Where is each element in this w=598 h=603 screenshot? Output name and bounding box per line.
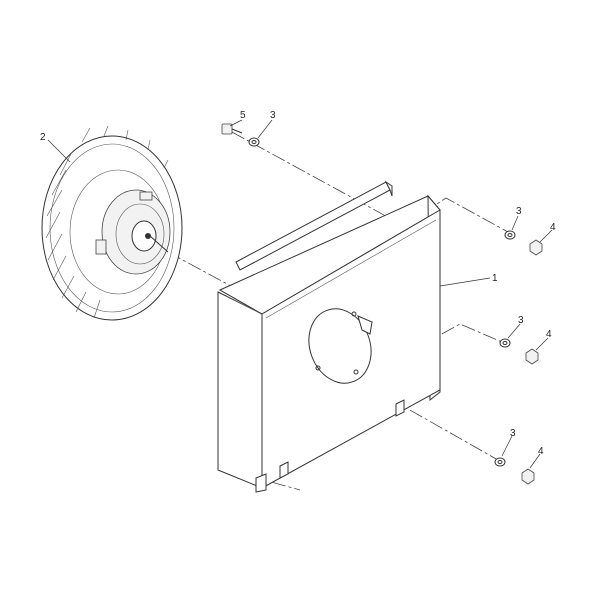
- washer-upper-right: [504, 230, 516, 240]
- fan-housing: [217, 180, 441, 493]
- washer-lower: [494, 457, 506, 467]
- callout-nut-lower: 4: [538, 446, 544, 457]
- callout-washer-lower: 3: [510, 428, 516, 439]
- leader-lines: [47, 119, 553, 469]
- washer-mid-right: [499, 338, 511, 348]
- bolt-top: [221, 123, 243, 135]
- callout-washer-top: 3: [270, 110, 276, 121]
- callout-impeller: 2: [40, 132, 46, 143]
- callout-housing: 1: [492, 273, 498, 284]
- nut-mid-right: [525, 348, 539, 365]
- callout-washer-upper-right: 3: [516, 206, 522, 217]
- washer-top: [248, 137, 260, 147]
- callout-bolt-top: 5: [240, 110, 246, 121]
- nut-lower: [521, 468, 535, 485]
- callout-labels: 1 2 3 3 4 3 4 3 4 5: [40, 110, 556, 457]
- impeller-fan: [41, 125, 183, 321]
- callout-nut-mid-right: 4: [546, 329, 552, 340]
- callout-nut-upper-right: 4: [550, 222, 556, 233]
- nut-upper-right: [529, 239, 543, 256]
- callout-washer-mid-right: 3: [518, 315, 524, 326]
